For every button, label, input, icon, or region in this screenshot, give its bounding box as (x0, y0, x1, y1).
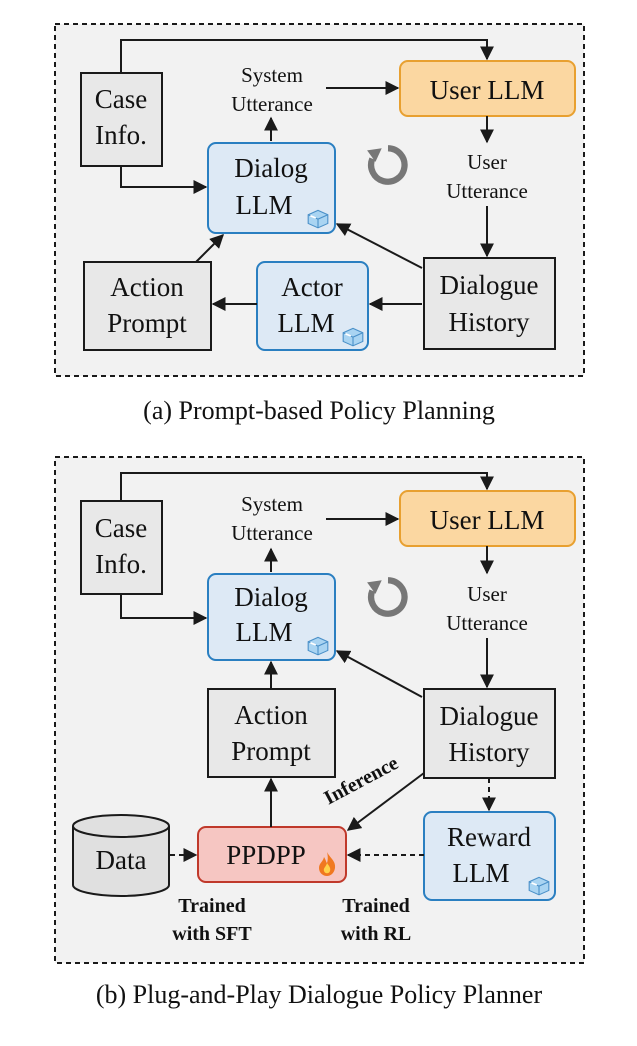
action-prompt-label-1: Action (110, 272, 184, 302)
ice-cube-icon (307, 636, 329, 656)
action-prompt-b-label-1: Action (234, 700, 308, 730)
reward-llm-label-2: LLM (453, 858, 510, 888)
user-utterance-b-label-1: User (467, 582, 507, 606)
ppdpp-label: PPDPP (226, 840, 306, 870)
dialogue-history-b-label-2: History (449, 737, 531, 767)
dialogue-history-label-2: History (449, 307, 531, 337)
dialog-llm-label-2: LLM (236, 190, 293, 220)
data-cylinder: Data (72, 814, 170, 897)
panel-b-arrows (120, 472, 496, 862)
trained-sft-label-2: with SFT (172, 923, 252, 945)
trained-sft-label-1: Trained (178, 895, 245, 917)
actor-llm-label-1: Actor (281, 272, 342, 302)
dialog-llm-b-label-2: LLM (236, 617, 293, 647)
dialog-llm-b-label-1: Dialog (234, 582, 308, 612)
case-info-box: Case Info. (80, 72, 163, 167)
action-prompt-b-label-2: Prompt (231, 736, 311, 766)
caption-b: (b) Plug-and-Play Dialogue Policy Planne… (96, 980, 543, 1009)
user-utterance-b-label-2: Utterance (446, 611, 528, 635)
user-utterance-label-1: User (467, 150, 507, 174)
ice-cube-icon (528, 876, 550, 896)
system-utterance-label-1: System (241, 63, 303, 87)
system-utterance-b-label-2: Utterance (231, 521, 313, 545)
ppdpp-box: PPDPP (197, 826, 347, 883)
dialog-llm-label-1: Dialog (234, 153, 308, 183)
user-utterance-label-2: Utterance (446, 179, 528, 203)
dialog-llm-box-b: Dialog LLM (207, 573, 336, 661)
dialogue-history-box: Dialogue History (423, 257, 556, 350)
user-llm-box: User LLM (399, 60, 576, 117)
reward-llm-box: Reward LLM (423, 811, 556, 901)
panel-b: Case Info. System Utterance User LLM Dia… (54, 456, 585, 1009)
action-prompt-label-2: Prompt (107, 308, 187, 338)
user-llm-label: User LLM (430, 75, 545, 105)
case-info-box-b: Case Info. (80, 500, 163, 595)
dialogue-history-box-b: Dialogue History (423, 688, 556, 779)
case-info-b-label-1: Case (95, 513, 148, 543)
caption-a: (a) Prompt-based Policy Planning (143, 396, 495, 425)
case-info-b-label-2: Info. (95, 549, 147, 579)
action-prompt-box: Action Prompt (83, 261, 212, 351)
data-label: Data (96, 845, 147, 875)
dialogue-history-b-label-1: Dialogue (440, 701, 539, 731)
ice-cube-icon (342, 327, 364, 347)
user-llm-b-label: User LLM (430, 505, 545, 535)
user-llm-box-b: User LLM (399, 490, 576, 547)
panel-a-arrows (120, 39, 494, 311)
dialog-llm-box: Dialog LLM (207, 142, 336, 234)
case-info-label-1: Case (95, 84, 148, 114)
panel-a: Case Info. System Utterance User LLM Dia… (54, 23, 585, 425)
actor-llm-box: Actor LLM (256, 261, 369, 351)
trained-rl-label-2: with RL (341, 923, 412, 945)
ice-cube-icon (307, 209, 329, 229)
reward-llm-label-1: Reward (447, 822, 531, 852)
trained-rl-label-1: Trained (342, 895, 409, 917)
actor-llm-label-2: LLM (278, 308, 335, 338)
dialogue-history-label-1: Dialogue (440, 270, 539, 300)
action-prompt-box-b: Action Prompt (207, 688, 336, 778)
system-utterance-b-label-1: System (241, 492, 303, 516)
case-info-label-2: Info. (95, 120, 147, 150)
system-utterance-label-2: Utterance (231, 92, 313, 116)
